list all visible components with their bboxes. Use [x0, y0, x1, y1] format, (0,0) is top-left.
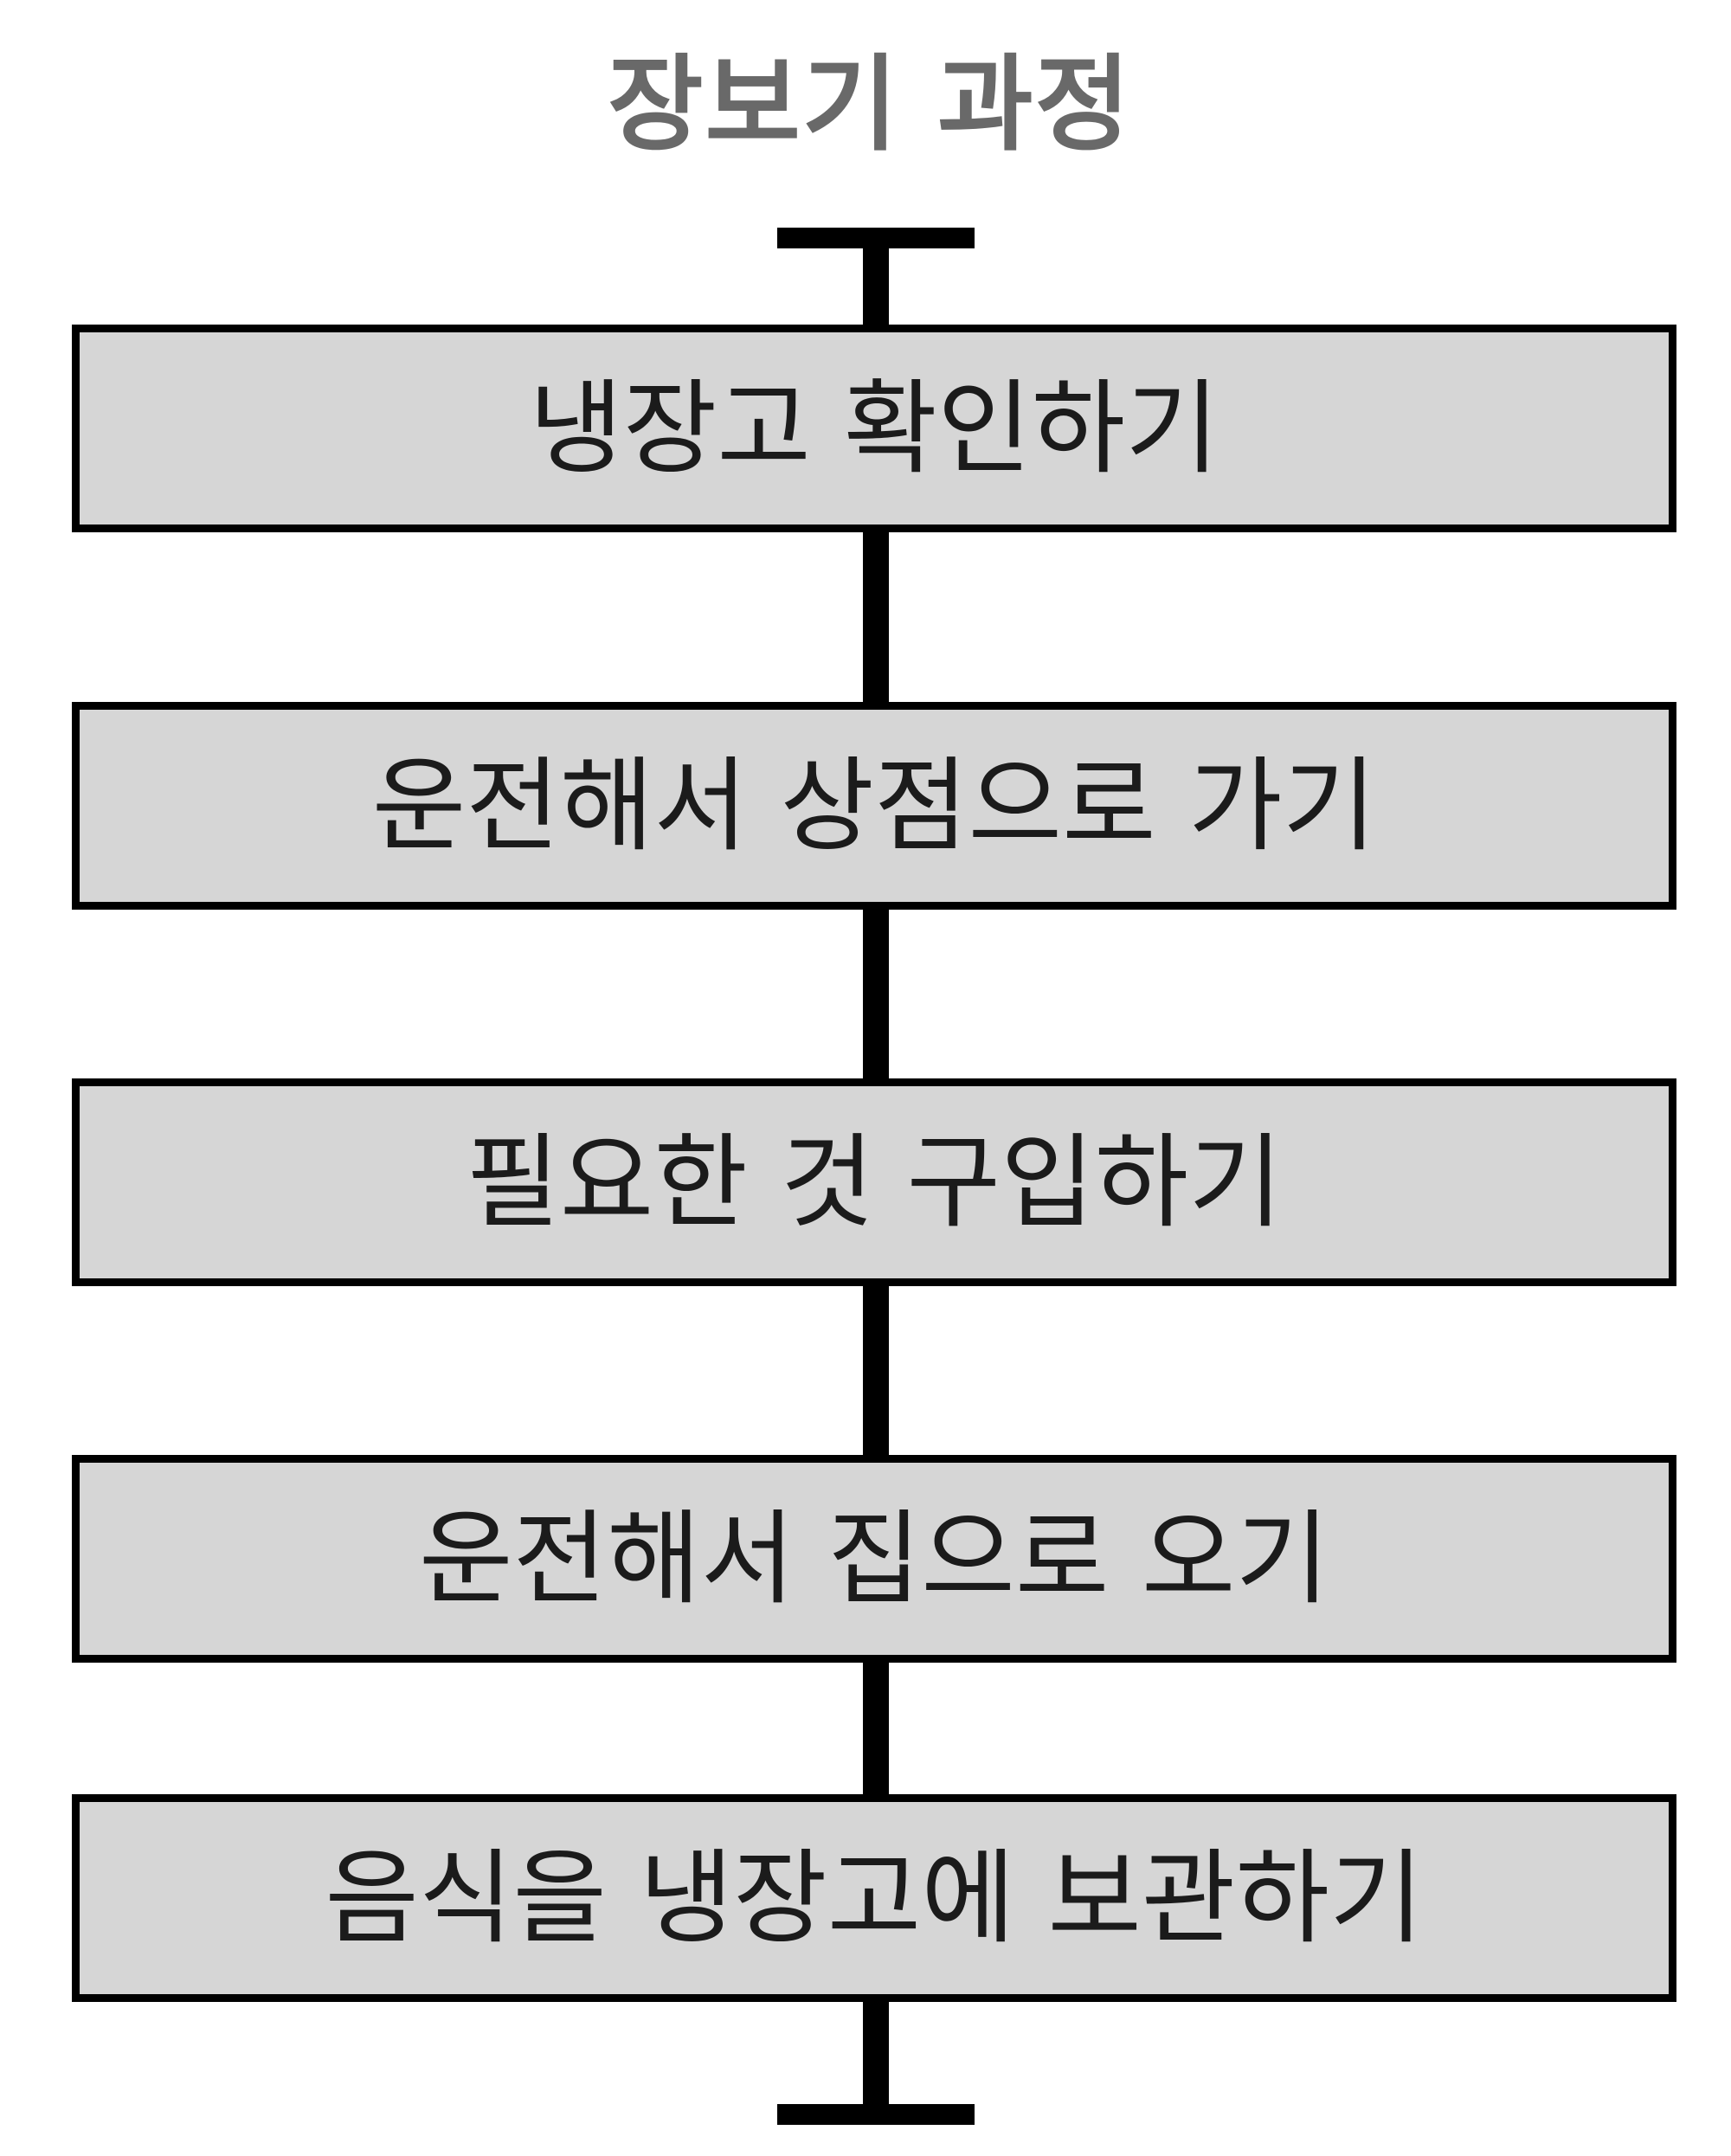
step-box-check-fridge: 냉장고 확인하기: [72, 325, 1676, 532]
step-box-drive-to-store: 운전해서 상점으로 가기: [72, 702, 1676, 910]
end-terminator: [777, 2104, 975, 2125]
connector-3-4: [863, 1284, 889, 1462]
start-connector: [863, 238, 889, 331]
diagram-title: 장보기 과정: [608, 45, 1132, 165]
step-box-drive-home: 운전해서 집으로 오기: [72, 1455, 1676, 1663]
step-label: 음식을 냉장고에 보관하기: [325, 1838, 1424, 1958]
step-label: 필요한 것 구입하기: [466, 1123, 1283, 1242]
connector-1-2: [863, 531, 889, 708]
connector-4-5: [863, 1661, 889, 1799]
connector-2-3: [863, 908, 889, 1085]
end-connector: [863, 2000, 889, 2113]
step-label: 냉장고 확인하기: [529, 369, 1219, 488]
step-box-store-food: 음식을 냉장고에 보관하기: [72, 1794, 1676, 2002]
step-label: 운전해서 상점으로 가기: [371, 746, 1377, 866]
step-box-buy-items: 필요한 것 구입하기: [72, 1078, 1676, 1286]
step-label: 운전해서 집으로 오기: [418, 1499, 1330, 1619]
